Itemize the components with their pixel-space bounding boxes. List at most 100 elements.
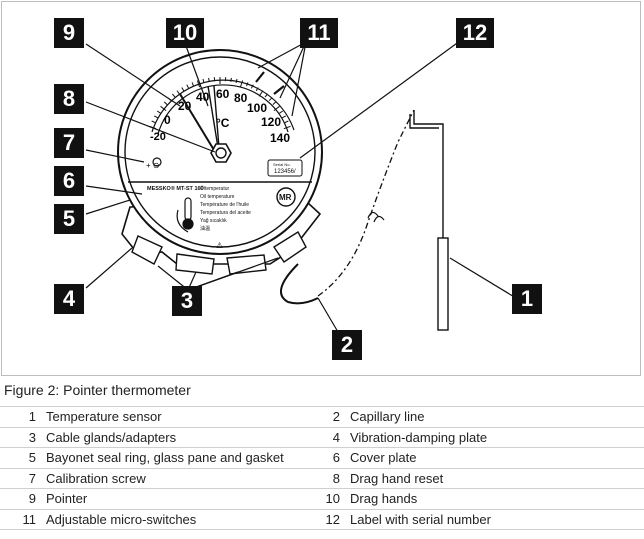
serial-label-header: Serial No.: [273, 162, 291, 167]
legend-row: 7 Calibration screw 8 Drag hand reset: [0, 468, 644, 489]
legend-number: 5: [0, 447, 46, 469]
scale-tick: [264, 93, 268, 98]
callout-3: 3: [172, 286, 202, 316]
scale-tick: [273, 105, 280, 111]
scale-tick: [181, 87, 185, 92]
language-line: Température de l'huile: [200, 202, 249, 208]
language-line: 油温: [200, 225, 210, 232]
language-line: Temperatura del aceite: [200, 210, 251, 216]
logo-text: MR: [279, 193, 292, 202]
legend-number: 3: [0, 427, 46, 448]
scale-tick: [160, 105, 167, 111]
callout-4: 4: [54, 284, 84, 314]
scale-tick: [163, 101, 168, 105]
legend-number: 2: [314, 406, 350, 428]
scale-tick: [202, 78, 205, 84]
scale-tick: [239, 80, 244, 88]
callout-8: 8: [54, 84, 84, 114]
scale-tick: [258, 90, 264, 97]
scale-tick: [191, 82, 194, 87]
legend-text: Drag hand reset: [350, 468, 644, 489]
language-line: Öltemperatur: [200, 185, 230, 192]
capillary-break-mark: [367, 211, 385, 223]
legend-number: 4: [314, 427, 350, 448]
micro-switch-marker: [255, 71, 285, 95]
legend-text: Vibration-damping plate: [350, 427, 644, 448]
legend-text: Drag hands: [350, 488, 644, 510]
scale-label: 60: [216, 87, 230, 101]
scale-label: 100: [247, 101, 267, 115]
figure-caption: Figure 2: Pointer thermometer: [4, 382, 191, 398]
legend-text: Cover plate: [350, 447, 644, 469]
legend-text: Bayonet seal ring, glass pane and gasket: [46, 447, 314, 469]
callout-9: 9: [54, 18, 84, 48]
callout-11: 11: [300, 18, 338, 48]
legend-text: Temperature sensor: [46, 406, 314, 428]
brand-model: MESSKO® MT-ST 160: [147, 185, 204, 192]
scale-tick: [230, 77, 232, 82]
legend-number: 11: [0, 509, 46, 530]
legend-number: 1: [0, 406, 46, 428]
callout-2: 2: [332, 330, 362, 360]
scale-label: -20: [150, 131, 166, 143]
scale-tick: [156, 110, 161, 114]
logo-badge: [276, 187, 296, 207]
scale-tick: [272, 101, 277, 105]
sensor-tube: [413, 110, 444, 238]
legend-text: Calibration screw: [46, 468, 314, 489]
legend-number: 12: [314, 509, 350, 530]
callout-5: 5: [54, 204, 84, 234]
scale-tick: [250, 84, 254, 89]
legend-text: Label with serial number: [350, 509, 644, 530]
legend-row: 1 Temperature sensor 2 Capillary line: [0, 406, 644, 428]
scale-ticks: [149, 77, 291, 130]
scale-tick: [283, 125, 291, 130]
vibration-damping-plate: [121, 201, 322, 265]
scale-arc-inner: [157, 84, 289, 135]
language-line: Yağ sıcaklık: [200, 218, 227, 224]
cable-glands: [131, 231, 307, 275]
legend-row: 11 Adjustable micro-switches 12 Label wi…: [0, 509, 644, 530]
thermometer-symbol-icon: [176, 197, 194, 233]
sensor-tube-outer: [409, 114, 439, 129]
scale-tick: [186, 84, 190, 89]
scale-tick: [172, 93, 176, 98]
scale-tick: [255, 87, 259, 92]
legend-number: 6: [314, 447, 350, 469]
scale-tick: [235, 78, 238, 84]
scale-tick: [151, 120, 156, 124]
language-line: Oil temperature: [200, 194, 235, 200]
scale-label: 140: [270, 131, 290, 145]
calibration-screw[interactable]: [152, 157, 162, 167]
warning-triangle-icon: ⚠: [216, 241, 223, 250]
scale-tick: [208, 77, 210, 82]
scale-label: 120: [261, 115, 281, 129]
leader-lines: [85, 37, 517, 333]
scale-tick: [268, 97, 273, 102]
hub-center: [215, 147, 227, 159]
scale-tick: [246, 82, 249, 87]
temperature-sensor: [437, 237, 449, 331]
legend-text: Adjustable micro-switches: [46, 509, 314, 530]
legend-row: 3 Cable glands/adapters 4 Vibration-damp…: [0, 427, 644, 448]
legend-text: Capillary line: [350, 406, 644, 428]
legend-text: Cable glands/adapters: [46, 427, 314, 448]
serial-label: [267, 159, 303, 177]
scale-label: 80: [234, 91, 248, 105]
scale-tick: [153, 115, 159, 119]
legend-number: 9: [0, 488, 46, 510]
legend-text: Pointer: [46, 488, 314, 510]
scale-label: 0: [164, 113, 171, 127]
capillary-line: [279, 263, 319, 305]
callout-12: 12: [456, 18, 494, 48]
calibration-sign: + ⊖: [146, 161, 160, 170]
capillary-line-dashed: [317, 109, 415, 297]
thermometer-illustration: -20 0 20 40 60 80 100 120 140 °C + ⊖ Ser…: [85, 37, 517, 333]
scale-tick: [281, 115, 287, 119]
callout-7: 7: [54, 128, 84, 158]
legend-row: 9 Pointer 10 Drag hands: [0, 488, 644, 510]
scale-tick: [284, 120, 289, 124]
legend-row: 5 Bayonet seal ring, glass pane and gask…: [0, 447, 644, 469]
callout-6: 6: [54, 166, 84, 196]
figure-frame: -20 0 20 40 60 80 100 120 140 °C + ⊖ Ser…: [1, 1, 641, 376]
